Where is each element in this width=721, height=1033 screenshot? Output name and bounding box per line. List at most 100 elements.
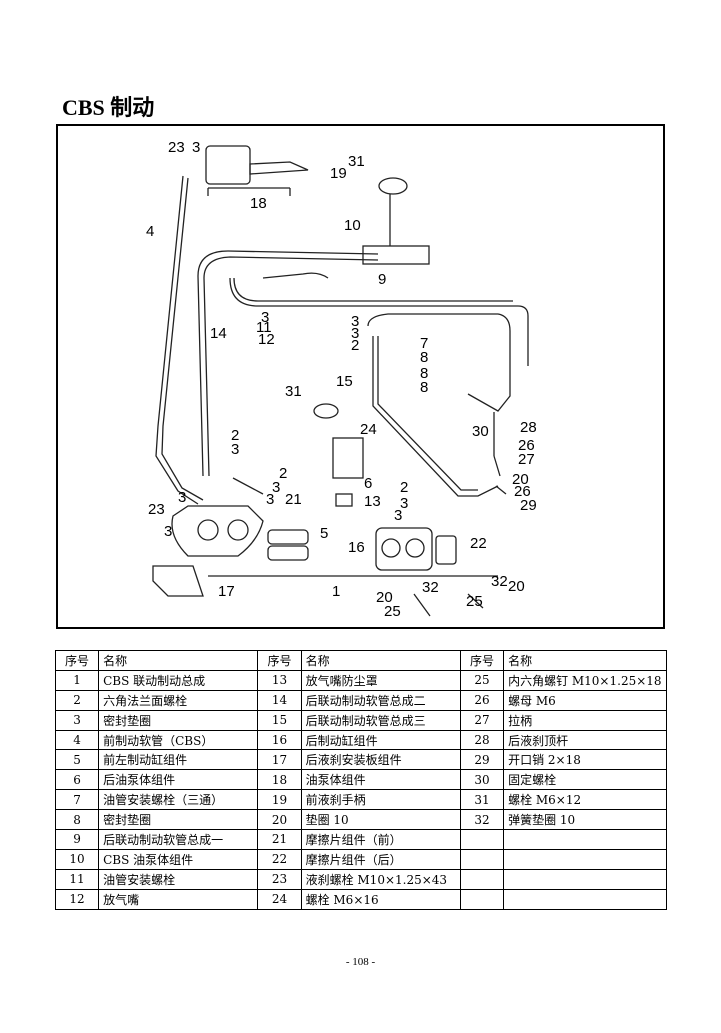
svg-text:15: 15 bbox=[336, 373, 353, 390]
table-header-row: 序号 名称 序号 名称 序号 名称 bbox=[54, 650, 667, 671]
part-number: 8 bbox=[54, 809, 100, 831]
part-name: 前制动软管（CBS） bbox=[98, 729, 259, 751]
svg-text:3: 3 bbox=[400, 495, 408, 512]
part-number: 20 bbox=[257, 809, 302, 831]
part-name: 螺栓 M6×12 bbox=[503, 789, 667, 811]
svg-text:30: 30 bbox=[472, 423, 489, 440]
svg-text:2: 2 bbox=[279, 465, 287, 482]
svg-text:8: 8 bbox=[420, 349, 428, 366]
part-number: 11 bbox=[54, 868, 100, 890]
part-name: 内六角螺钉 M10×1.25×18 bbox=[503, 669, 667, 691]
front-hose bbox=[155, 175, 199, 505]
svg-text:20: 20 bbox=[508, 578, 525, 595]
part-number: 30 bbox=[459, 769, 505, 791]
svg-text:2: 2 bbox=[400, 479, 408, 496]
part-name: 固定螺栓 bbox=[503, 769, 667, 791]
part-number: 29 bbox=[459, 749, 505, 771]
mount-plate bbox=[152, 565, 204, 597]
part-name: 后液刹安装板组件 bbox=[300, 749, 461, 771]
part-name: 拉柄 bbox=[503, 709, 667, 731]
part-number bbox=[459, 829, 505, 850]
svg-text:3: 3 bbox=[351, 325, 359, 342]
svg-text:16: 16 bbox=[348, 539, 365, 556]
svg-text:20: 20 bbox=[512, 471, 529, 488]
header-name: 名称 bbox=[503, 650, 667, 671]
part-number: 23 bbox=[257, 868, 302, 890]
part-name: 密封垫圈 bbox=[98, 809, 259, 831]
part-number bbox=[459, 848, 505, 870]
svg-text:19: 19 bbox=[330, 165, 347, 182]
hose-9 bbox=[229, 277, 529, 366]
svg-text:31: 31 bbox=[285, 383, 302, 400]
part-name: 放气嘴 bbox=[98, 888, 259, 910]
part-number: 9 bbox=[54, 829, 100, 850]
part-number: 28 bbox=[459, 729, 505, 751]
svg-text:3: 3 bbox=[266, 491, 274, 508]
svg-text:21: 21 bbox=[285, 491, 302, 508]
svg-text:4: 4 bbox=[146, 223, 154, 240]
part-number: 22 bbox=[257, 848, 302, 870]
part-name: 后液刹顶杆 bbox=[503, 729, 667, 751]
part-name: 放气嘴防尘罩 bbox=[300, 669, 461, 691]
part-number: 21 bbox=[257, 829, 302, 850]
part-number bbox=[459, 868, 505, 890]
part-name bbox=[503, 829, 667, 850]
svg-text:5: 5 bbox=[320, 525, 328, 542]
svg-text:3: 3 bbox=[178, 489, 186, 506]
svg-text:3: 3 bbox=[164, 523, 172, 540]
svg-text:26: 26 bbox=[518, 437, 535, 454]
hose-14 bbox=[197, 250, 379, 477]
part-number bbox=[459, 888, 505, 910]
part-number: 14 bbox=[257, 689, 302, 711]
svg-text:1: 1 bbox=[332, 583, 340, 600]
part-number: 16 bbox=[257, 729, 302, 751]
part-name: 螺栓 M6×16 bbox=[300, 888, 461, 910]
part-number: 26 bbox=[459, 689, 505, 711]
svg-text:23: 23 bbox=[148, 501, 165, 518]
part-number: 32 bbox=[459, 809, 505, 831]
svg-text:14: 14 bbox=[210, 325, 227, 342]
part-name: 开口销 2×18 bbox=[503, 749, 667, 771]
part-name: 摩擦片组件（后） bbox=[300, 848, 461, 870]
part-name: 前左制动缸组件 bbox=[98, 749, 259, 771]
part-number: 5 bbox=[54, 749, 100, 771]
svg-text:25: 25 bbox=[466, 593, 483, 610]
svg-text:9: 9 bbox=[378, 271, 386, 288]
svg-text:3: 3 bbox=[261, 309, 269, 326]
header-no: 序号 bbox=[459, 650, 505, 671]
part-name: 油泵体组件 bbox=[300, 769, 461, 791]
part-name: 摩擦片组件（前） bbox=[300, 829, 461, 850]
svg-text:3: 3 bbox=[394, 507, 402, 524]
svg-text:10: 10 bbox=[344, 217, 361, 234]
header-name: 名称 bbox=[300, 650, 461, 671]
part-number: 15 bbox=[257, 709, 302, 731]
part-number: 1 bbox=[54, 669, 100, 691]
svg-text:11: 11 bbox=[256, 319, 272, 336]
svg-text:3: 3 bbox=[272, 479, 280, 496]
part-name: 螺母 M6 bbox=[503, 689, 667, 711]
part-number: 31 bbox=[459, 789, 505, 811]
part-name bbox=[503, 848, 667, 870]
svg-text:13: 13 bbox=[364, 493, 381, 510]
svg-text:22: 22 bbox=[470, 535, 487, 552]
part-name: 后联动制动软管总成二 bbox=[300, 689, 461, 711]
part-number: 10 bbox=[54, 848, 100, 870]
part-number: 25 bbox=[459, 669, 505, 691]
master-cylinder bbox=[205, 145, 251, 185]
svg-text:28: 28 bbox=[520, 419, 537, 436]
part-name: 六角法兰面螺栓 bbox=[98, 689, 259, 711]
part-name: 后油泵体组件 bbox=[98, 769, 259, 791]
svg-text:23: 23 bbox=[168, 139, 185, 156]
part-number: 24 bbox=[257, 888, 302, 910]
svg-text:3: 3 bbox=[351, 313, 359, 330]
svg-text:7: 7 bbox=[420, 335, 428, 352]
part-number: 17 bbox=[257, 749, 302, 771]
